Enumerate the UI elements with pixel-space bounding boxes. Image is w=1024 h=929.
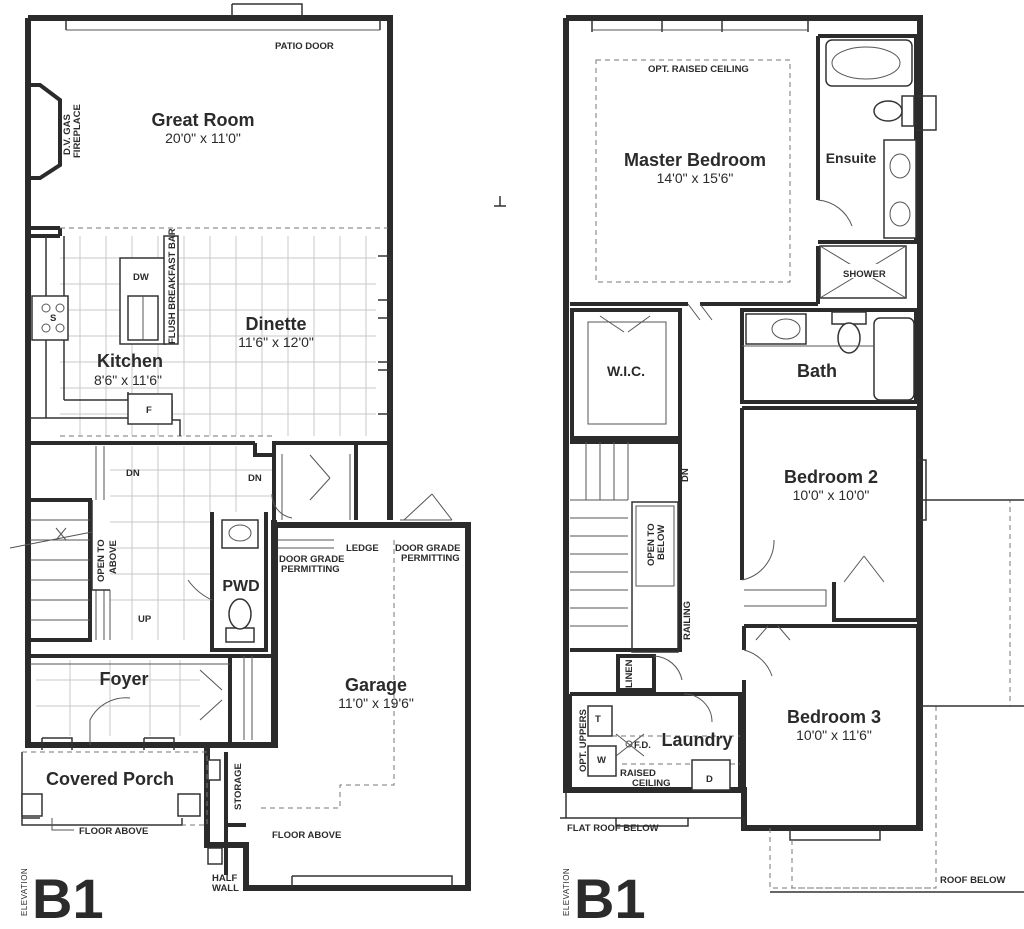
dinette-name: Dinette — [245, 314, 306, 334]
ensuite-toilet-tank-icon — [901, 95, 915, 127]
bath-tub-icon — [873, 317, 915, 401]
master-bedroom-dim: 14'0" x 15'6" — [657, 170, 734, 186]
fireplace-label-line2: FIREPLACE — [72, 104, 83, 158]
vanity-counter — [883, 139, 917, 239]
dryer-icon — [691, 759, 731, 791]
open-to-below-label-2: BELOW — [656, 525, 667, 560]
laundry-t-label: T — [595, 714, 601, 725]
laundry-name: Laundry — [661, 730, 732, 750]
dryer-top-icon — [587, 705, 613, 737]
bedroom-3-name: Bedroom 3 — [787, 707, 881, 727]
laundry-w-label: W — [597, 755, 606, 766]
wic-name: W.I.C. — [607, 363, 645, 379]
fireplace-label-line1: D.V. GAS — [62, 114, 73, 155]
door-grade-label-2a: DOOR GRADE — [395, 543, 460, 554]
ledge-label: LEDGE — [346, 543, 379, 554]
great-room-name: Great Room — [151, 110, 254, 130]
raised-ceiling-label-2: CEILING — [632, 778, 671, 789]
stove-label: S — [50, 313, 56, 324]
toilet-tank-icon — [225, 627, 255, 643]
opt-raised-ceiling-label: OPT. RAISED CEILING — [648, 64, 749, 75]
storage-label: STORAGE — [233, 763, 244, 810]
dryer-label: D — [706, 774, 713, 785]
fireplace-label-2: FIREPLACE — [72, 104, 83, 158]
railing-label: RAILING — [682, 601, 693, 640]
hall-tile-floor — [36, 446, 272, 736]
garage-name: Garage — [345, 675, 407, 695]
north-mark-icon — [494, 196, 506, 207]
bedroom-3-dim: 10'0" x 11'6" — [796, 727, 872, 743]
upper-stair — [570, 440, 682, 653]
stair-down-label: DN — [126, 468, 140, 479]
dinette-dim: 11'6" x 12'0" — [238, 334, 314, 350]
breakfast-bar — [163, 235, 179, 345]
foyer-name: Foyer — [99, 669, 148, 689]
shower-label: SHOWER — [843, 269, 886, 280]
open-to-above-label-2: ABOVE — [108, 540, 119, 574]
porch-column-right — [177, 793, 201, 817]
elevation-code-ground: B1 — [32, 867, 104, 929]
bath-vanity — [745, 313, 807, 345]
kitchen-dim: 8'6" x 11'6" — [94, 372, 162, 388]
linen-label: LINEN — [624, 659, 635, 688]
stair-up-label: UP — [138, 614, 152, 625]
bedroom-2-name: Bedroom 2 — [784, 467, 878, 487]
opt-uppers-label: OPT. UPPERS — [578, 709, 589, 772]
garage-dim: 11'0" x 19'6" — [338, 695, 414, 711]
floor-drain-label: F.D. — [634, 740, 651, 751]
master-bedroom-name: Master Bedroom — [624, 150, 766, 170]
door-grade-label-1a: DOOR GRADE — [279, 554, 344, 565]
fridge-icon — [127, 393, 173, 425]
elevation-label-ground: ELEVATION — [20, 868, 29, 916]
fridge-label: F — [146, 405, 152, 416]
floor-above-porch-label: FLOOR ABOVE — [79, 826, 148, 837]
great-room-dim: 20'0" x 11'0" — [165, 130, 241, 146]
elevation-label-second: ELEVATION — [562, 868, 571, 916]
half-wall-label-2: WALL — [212, 883, 239, 894]
meter-icon — [207, 759, 221, 781]
elevation-code-second: B1 — [574, 867, 646, 929]
patio-door-label: PATIO DOOR — [275, 41, 334, 52]
landing-down-label: DN — [248, 473, 262, 484]
open-to-above-label-1: OPEN TO — [96, 539, 107, 582]
ground-stair — [9, 446, 111, 642]
second-floor-plan: DN OPEN TO BELOW RAILING LINEN OPT. UPPE… — [560, 15, 1024, 929]
door-grade-label-2b: PERMITTING — [401, 553, 460, 564]
pwd-sink-icon — [221, 519, 259, 549]
ensuite-name: Ensuite — [826, 150, 877, 166]
flat-roof-outline — [560, 790, 745, 828]
raised-ceiling-label-1: RAISED — [620, 768, 656, 779]
fireplace-label: D.V. GAS — [62, 114, 73, 155]
bath-name: Bath — [797, 361, 837, 381]
ground-floor-plan: D.V. GAS FIREPLACE S DW FLUSH BREAKFAST … — [9, 3, 471, 929]
bath-toilet-icon — [837, 322, 861, 354]
breakfast-bar-label: FLUSH BREAKFAST BAR — [167, 228, 178, 344]
stove-icon — [31, 295, 69, 341]
door-grade-label-1b: PERMITTING — [281, 564, 340, 575]
bedroom-2-dim: 10'0" x 10'0" — [793, 487, 870, 503]
bath-toilet-tank-icon — [831, 311, 867, 325]
toilet-icon — [228, 598, 252, 630]
panel-icon — [207, 847, 223, 865]
pwd-name: PWD — [222, 578, 259, 595]
porch-column-left — [21, 793, 43, 817]
floor-above-garage-label: FLOOR ABOVE — [272, 830, 341, 841]
kitchen-tile-floor — [60, 236, 376, 436]
upper-stair-down-label: DN — [680, 468, 691, 482]
half-wall-label-1: HALF — [212, 873, 238, 884]
dishwasher-label: DW — [133, 272, 149, 283]
washer-icon — [587, 745, 617, 777]
kitchen-name: Kitchen — [97, 351, 163, 371]
flat-roof-below-label: FLAT ROOF BELOW — [567, 823, 659, 834]
open-to-below-label-1: OPEN TO — [646, 523, 657, 566]
ensuite-toilet-icon — [873, 100, 903, 122]
covered-porch-name: Covered Porch — [46, 769, 174, 789]
roof-below-label: ROOF BELOW — [940, 875, 1005, 886]
